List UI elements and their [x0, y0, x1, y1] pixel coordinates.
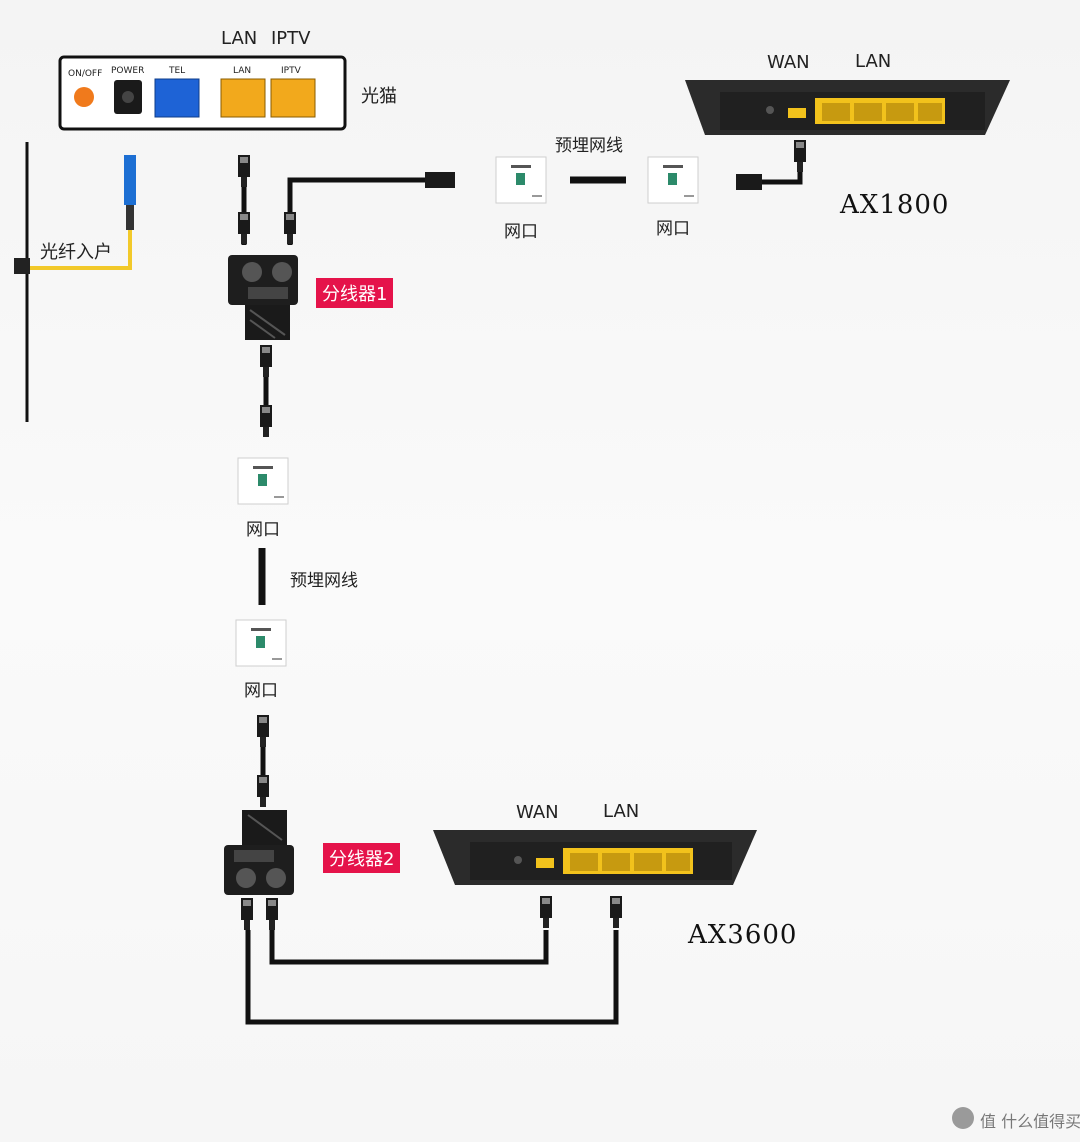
- router1-model-label: AX1800: [840, 190, 950, 220]
- fiber-connector: [124, 155, 136, 205]
- splitter-2-body: [224, 810, 294, 895]
- lan-port: [220, 78, 266, 118]
- wall-entry-clamp: [14, 258, 30, 274]
- splitter-1-tag: 分线器1: [316, 278, 394, 308]
- tel-port: [154, 78, 200, 118]
- buried-cable-top-label: 预埋网线: [555, 136, 623, 156]
- wall-port-label-top-right: 网口: [656, 219, 690, 239]
- splitter-1-body: [228, 255, 298, 340]
- router2-lan-label: LAN: [603, 801, 640, 822]
- wall-plate-mid-bottom: [235, 619, 287, 667]
- splitter-2-tag: 分线器2: [323, 843, 401, 873]
- router-ax3600: [433, 830, 757, 885]
- watermark-text: 值 什么值得买: [980, 1112, 1080, 1131]
- router2-wan-label: WAN: [516, 802, 559, 823]
- on-off-button: [74, 87, 94, 107]
- wall-port-label-mid-bottom: 网口: [244, 681, 278, 701]
- router1-wan-label: WAN: [767, 52, 810, 73]
- modem-body: [58, 55, 347, 131]
- buried-cable-mid-label: 预埋网线: [290, 571, 358, 591]
- modem-tel-label: TEL: [169, 66, 186, 76]
- wall-plate-top-left: [495, 156, 547, 204]
- modem-top-iptv-label: IPTV: [271, 28, 311, 49]
- iptv-port: [270, 78, 316, 118]
- modem-iptv-label: IPTV: [281, 66, 301, 76]
- modem-onoff-label: ON/OFF: [68, 69, 103, 79]
- modem-top-lan-label: LAN: [221, 28, 258, 49]
- wall-port-label-mid-top: 网口: [246, 520, 280, 540]
- router-ax1800: [685, 80, 1010, 135]
- modem-lan-label: LAN: [233, 66, 252, 76]
- wall-plate-mid-top: [237, 457, 289, 505]
- fiber-in-label: 光纤入户: [40, 242, 112, 263]
- watermark-icon: [952, 1107, 974, 1129]
- router2-model-label: AX3600: [688, 920, 798, 950]
- wall-plate-top-right: [647, 156, 699, 204]
- modem-name-label: 光猫: [361, 86, 397, 107]
- wall-port-label-top-left: 网口: [504, 222, 538, 242]
- fiber-cable: [30, 230, 132, 270]
- router1-lan-label: LAN: [855, 51, 892, 72]
- modem-power-label: POWER: [111, 66, 145, 76]
